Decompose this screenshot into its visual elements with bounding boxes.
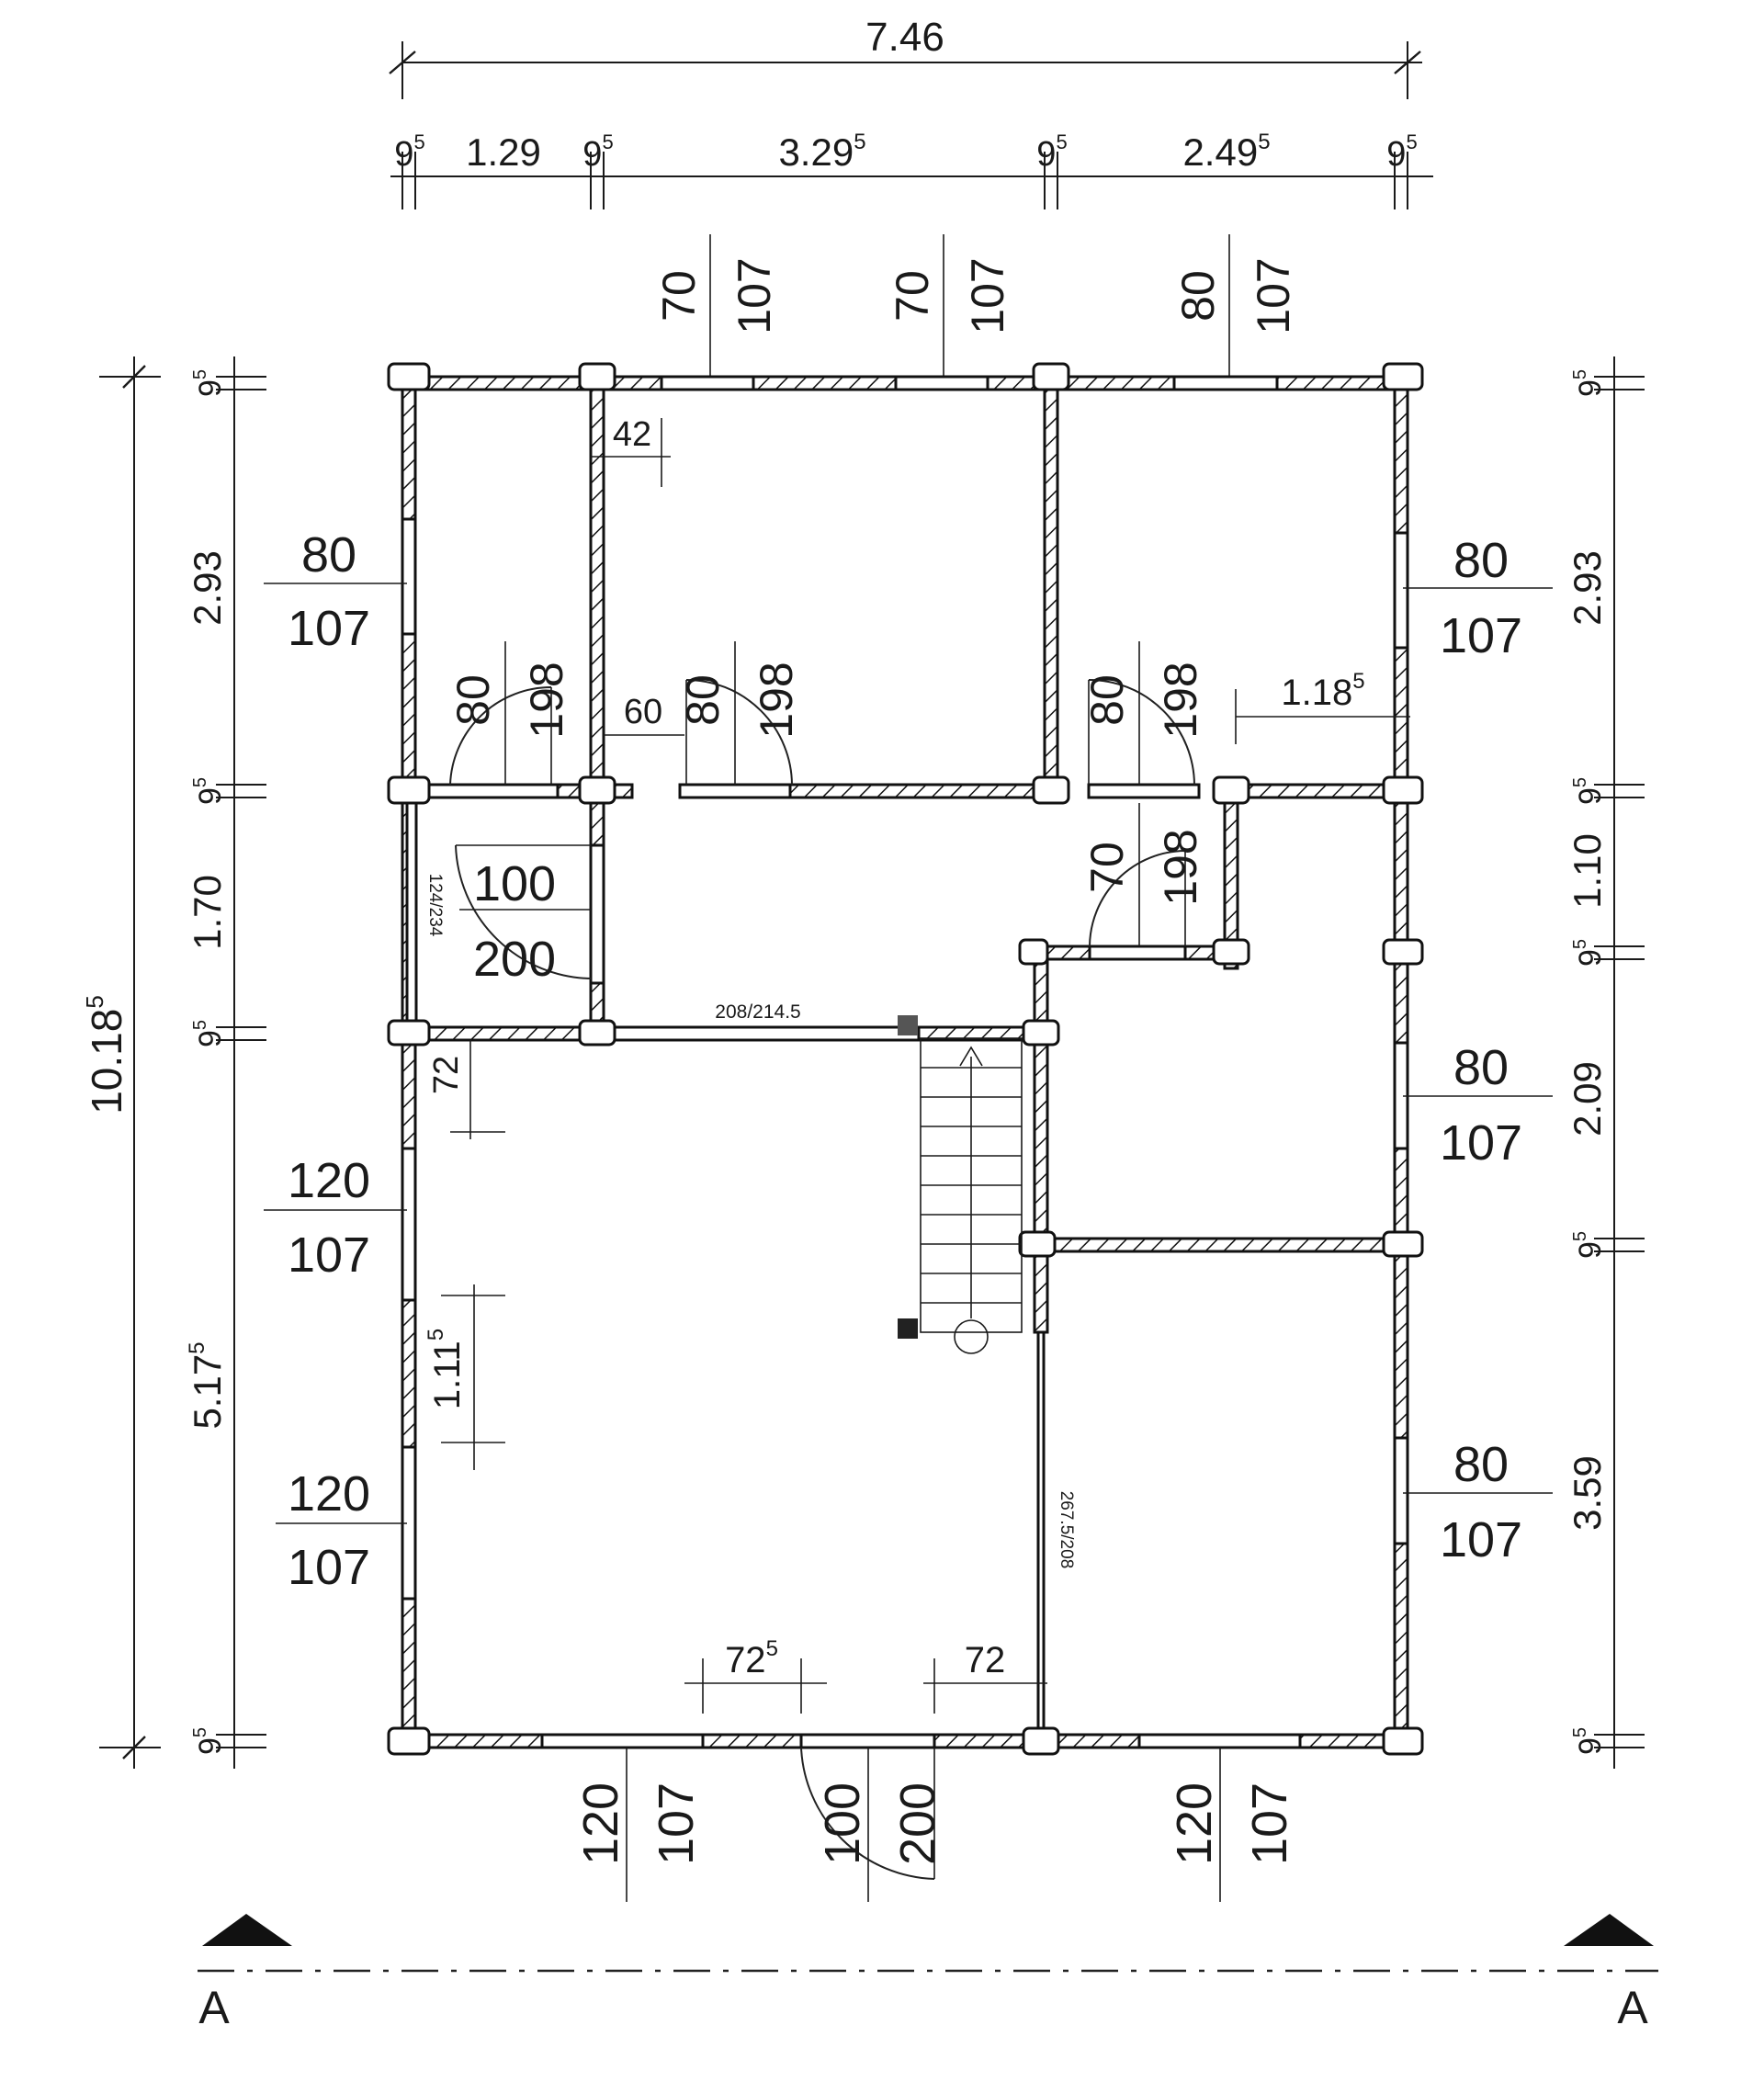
wall-label-top-4: 95 xyxy=(1386,130,1417,174)
door-labels: 80 198 80 198 80 198 70 198 100 200 xyxy=(447,641,1206,987)
overall-depth-label: 10.185 xyxy=(81,995,130,1114)
door-width-label: 80 xyxy=(677,674,729,726)
wall-label-right-3: 95 xyxy=(1570,939,1608,967)
window-width-label: 70 xyxy=(653,270,705,322)
door-width-label: 80 xyxy=(1081,674,1133,726)
right-window-labels: 80 107 80 107 80 107 xyxy=(1403,533,1553,1567)
right-dimensions: 2.93 1.10 2.09 3.59 95 95 95 95 95 xyxy=(1566,356,1645,1769)
door-height-label: 198 xyxy=(1155,662,1206,738)
door-height-label: 198 xyxy=(1155,829,1206,905)
wall-label-top-3: 95 xyxy=(1036,130,1067,174)
window-width-label: 80 xyxy=(301,527,356,583)
right-segment-3: 2.09 xyxy=(1566,1061,1609,1137)
door-swings xyxy=(449,679,1195,1880)
door-width-label: 80 xyxy=(447,674,499,726)
window-width-label: 120 xyxy=(573,1782,628,1865)
window-height-label: 107 xyxy=(962,257,1013,334)
window-height-label: 107 xyxy=(649,1782,704,1865)
left-dimensions: 10.185 2.93 1.70 5.175 95 95 95 95 xyxy=(81,356,266,1769)
walls xyxy=(401,375,1409,1749)
dim-72-bottom: 72 xyxy=(965,1640,1006,1680)
interior-dimensions: 42 60 1.185 72 1.115 725 72 124/234 208/… xyxy=(424,415,1410,1714)
window-height-label: 107 xyxy=(729,257,780,334)
door-height-label: 198 xyxy=(751,662,802,738)
dim-72-left: 72 xyxy=(427,1056,466,1094)
wall-label-top-2: 95 xyxy=(582,130,613,174)
wall-label-right-4: 95 xyxy=(1570,1231,1608,1259)
wall-label-top-1: 95 xyxy=(394,130,424,174)
opening-label-partition: 267.5/208 xyxy=(1057,1491,1076,1569)
window-height-label: 107 xyxy=(288,1540,370,1595)
window-height-label: 107 xyxy=(1440,1512,1522,1567)
dim-118: 1.185 xyxy=(1281,669,1364,713)
wall-label-right-2: 95 xyxy=(1570,777,1608,805)
wall-label-left-3: 95 xyxy=(190,1020,228,1047)
right-segment-1: 2.93 xyxy=(1566,550,1609,626)
door-width-label: 70 xyxy=(1081,842,1133,893)
wall-label-left-2: 95 xyxy=(190,777,228,805)
right-segment-4: 3.59 xyxy=(1566,1455,1609,1531)
wall-label-left-4: 95 xyxy=(190,1727,228,1755)
hall-door-height: 200 xyxy=(473,932,556,987)
window-width-label: 120 xyxy=(1167,1782,1222,1865)
depth-segment-3: 5.175 xyxy=(185,1341,229,1429)
window-width-label: 120 xyxy=(288,1466,370,1522)
window-height-label: 107 xyxy=(1440,1115,1522,1171)
depth-segment-1: 2.93 xyxy=(186,550,229,626)
right-segment-2: 1.10 xyxy=(1566,833,1609,909)
window-width-label: 80 xyxy=(1453,1040,1509,1095)
dim-111: 1.115 xyxy=(424,1329,468,1409)
section-label-left: A xyxy=(198,1982,230,2033)
window-width-label: 80 xyxy=(1453,1437,1509,1492)
bottom-window-labels: 120 107 100 200 120 107 xyxy=(573,1748,1297,1902)
window-width-label: 70 xyxy=(887,270,938,322)
section-arrow-right xyxy=(1564,1914,1654,1946)
window-height-label: 107 xyxy=(288,601,370,656)
segment-label-1: 1.29 xyxy=(466,130,541,174)
window-width-label: 80 xyxy=(1453,533,1509,588)
window-height-label: 107 xyxy=(1242,1782,1297,1865)
left-window-labels: 80 107 120 107 120 107 xyxy=(264,527,407,1595)
post-marker xyxy=(898,1318,918,1339)
window-height-label: 107 xyxy=(1440,608,1522,663)
top-window-labels: 70 107 70 107 80 107 xyxy=(653,234,1299,386)
post-marker xyxy=(898,1015,918,1035)
depth-segment-2: 1.70 xyxy=(186,875,229,950)
window-height-label: 107 xyxy=(288,1228,370,1283)
window-width-label: 120 xyxy=(288,1153,370,1208)
wall-label-right-5: 95 xyxy=(1570,1727,1608,1755)
entry-door-height: 200 xyxy=(890,1782,945,1865)
top-dimensions: 7.46 1.29 3.295 2.495 95 95 95 95 xyxy=(389,15,1433,209)
entry-door-width: 100 xyxy=(815,1782,870,1865)
staircase xyxy=(898,1015,1023,1354)
dim-42: 42 xyxy=(613,415,651,454)
window-panes xyxy=(401,375,1409,1749)
hall-door-width: 100 xyxy=(473,856,556,911)
log-corners xyxy=(387,362,1424,1756)
wall-label-left-1: 95 xyxy=(190,369,228,397)
window-height-label: 107 xyxy=(1248,257,1299,334)
section-line: A A xyxy=(198,1914,1658,2033)
section-arrow-left xyxy=(202,1914,292,1946)
window-width-label: 80 xyxy=(1172,270,1224,322)
dim-72-5: 725 xyxy=(725,1636,778,1680)
segment-label-3: 2.495 xyxy=(1182,130,1270,174)
wall-label-right-1: 95 xyxy=(1570,369,1608,397)
opening-label-small: 124/234 xyxy=(425,874,445,937)
dim-60: 60 xyxy=(624,693,662,731)
door-height-label: 198 xyxy=(521,662,572,738)
segment-label-2: 3.295 xyxy=(778,130,865,174)
section-label-right: A xyxy=(1617,1982,1648,2033)
opening-label-corridor: 208/214.5 xyxy=(715,1001,800,1023)
overall-width-label: 7.46 xyxy=(865,15,944,60)
